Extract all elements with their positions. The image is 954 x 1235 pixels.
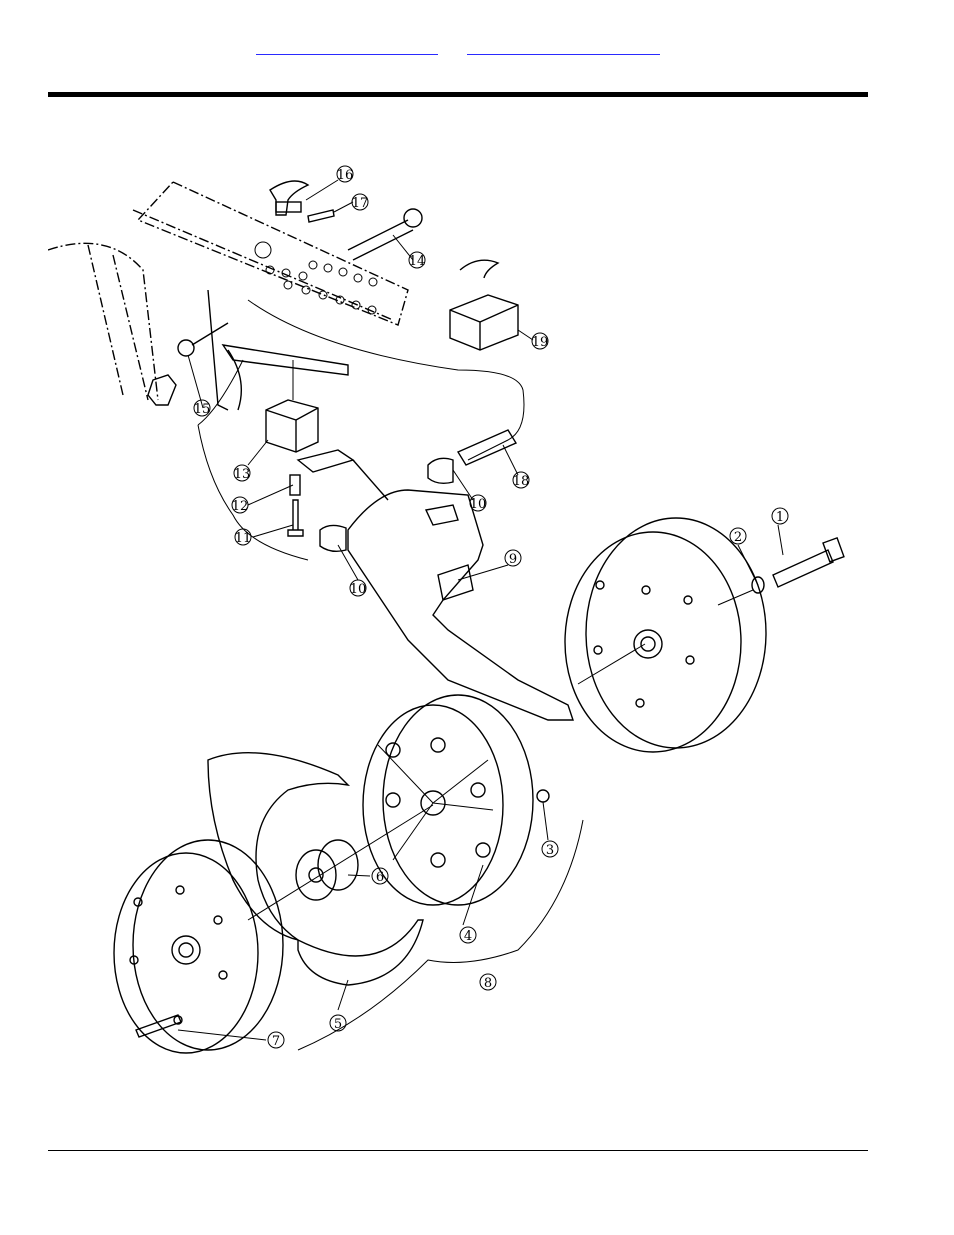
callout-15: 14 [409,252,426,269]
arm-9 [298,450,573,720]
bolt-15 [348,209,422,260]
svg-text:12: 12 [232,499,249,514]
svg-text:9: 9 [509,552,517,567]
callout-8: 8 [480,974,496,991]
svg-text:1: 1 [776,510,784,525]
callout-6: 6 [372,868,388,885]
callout-10-upper: 10 [470,495,487,512]
callout-14: 13 [234,465,251,482]
callout-labels: 16 17 14 19 15 13 12 11 10 10 18 9 2 1 3… [194,166,788,1049]
svg-text:6: 6 [376,870,384,885]
footer-rule [48,1150,868,1151]
callout-19: 19 [532,333,549,350]
frame-mount [48,182,408,400]
svg-text:2: 2 [734,530,742,545]
svg-text:17: 17 [352,196,369,211]
top-links [0,40,954,60]
pin-12 [288,500,303,536]
svg-text:15: 15 [194,402,211,417]
callout-1: 1 [772,508,788,525]
tire-5-lower [298,920,423,985]
spring-13 [290,475,300,495]
svg-text:4: 4 [464,929,472,944]
bearing-6 [296,840,358,900]
callout-17: 16 [337,166,354,183]
hub-4 [363,695,533,905]
handle-19 [450,260,518,350]
handle-17 [270,181,308,215]
block-14 [266,400,318,452]
frame-holes [255,242,377,314]
toc-link-section[interactable] [256,40,438,55]
svg-text:5: 5 [334,1017,342,1032]
header-rule [48,92,868,97]
svg-text:14: 14 [409,254,426,269]
svg-text:16: 16 [337,168,354,183]
callout-4: 4 [460,927,476,944]
svg-text:8: 8 [484,976,492,991]
svg-text:11: 11 [235,531,252,546]
callout-12: 11 [235,529,252,546]
callout-16: 15 [194,400,211,417]
callout-11: 18 [513,472,530,489]
outer-gauge-wheel-right [565,518,766,752]
svg-text:3: 3 [546,843,554,858]
callout-7: 7 [268,1032,284,1049]
toc-link-index[interactable] [467,40,660,55]
pin-11 [458,430,516,465]
svg-text:18: 18 [513,474,530,489]
svg-text:13: 13 [234,467,251,482]
svg-text:10: 10 [470,497,487,512]
callout-3: 3 [542,841,558,858]
bushing-10-upper [428,458,453,483]
nut-3 [537,790,549,802]
exploded-view-drawing: 16 17 14 19 15 13 12 11 10 10 18 9 2 1 3… [48,160,868,1060]
tire-5-upper [208,753,348,940]
svg-text:19: 19 [532,335,549,350]
callout-5: 5 [330,1015,346,1032]
parts-diagram: 16 17 14 19 15 13 12 11 10 10 18 9 2 1 3… [48,160,868,1060]
callout-9: 9 [505,550,521,567]
frame-bracket [223,345,348,375]
callout-18: 17 [352,194,369,211]
pin-18 [308,210,334,222]
callout-13: 12 [232,497,249,514]
outer-gauge-wheel-left [114,840,283,1053]
bolt-16 [148,323,228,405]
bolt-1 [773,538,844,587]
svg-text:10: 10 [350,582,367,597]
bushing-10-lower [320,525,346,551]
leader-lines [178,180,783,1040]
svg-text:7: 7 [272,1034,280,1049]
callout-10-lower: 10 [350,580,367,597]
